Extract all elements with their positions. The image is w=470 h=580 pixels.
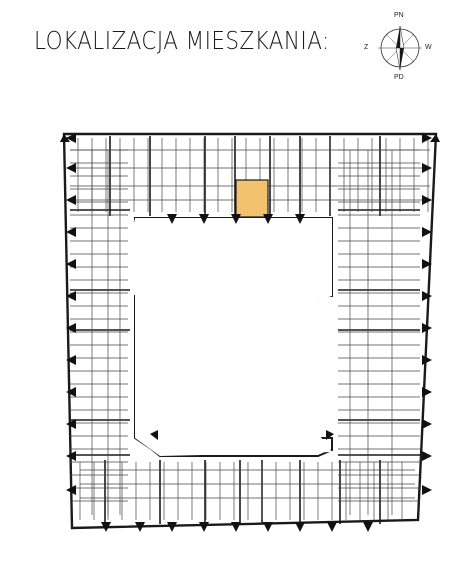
compass-north-label: PN: [394, 12, 404, 19]
entry-arrow: [66, 419, 76, 429]
entry-arrow: [422, 133, 432, 143]
entry-arrow: [327, 522, 337, 532]
entry-arrow: [422, 451, 432, 461]
entry-arrow: [66, 323, 76, 333]
entry-arrow: [422, 387, 432, 397]
entry-arrow: [66, 195, 76, 205]
entry-arrow: [326, 430, 334, 440]
entry-arrow: [66, 387, 76, 397]
entry-arrow: [199, 214, 209, 224]
entry-arrow: [422, 163, 432, 173]
compass-west-label: Z: [364, 44, 369, 51]
page-title: LOKALIZACJA MIESZKANIA:: [34, 26, 330, 55]
entry-arrow: [231, 522, 241, 532]
entry-arrow: [66, 451, 76, 461]
courtyard-fill: [135, 218, 332, 456]
compass: PN PD Z W: [362, 12, 438, 84]
corner-marker: [60, 134, 70, 142]
entry-arrow: [422, 485, 432, 495]
entry-arrow: [66, 355, 76, 365]
entry-arrow: [66, 259, 76, 269]
compass-east-label: W: [425, 44, 432, 51]
entry-arrow: [167, 522, 177, 532]
entry-arrow: [295, 522, 305, 532]
entry-arrow: [422, 291, 432, 301]
compass-south-label: PD: [394, 74, 404, 81]
entry-arrow: [422, 355, 432, 365]
entry-arrow: [295, 214, 305, 224]
entry-arrow: [263, 522, 273, 532]
entry-arrow: [66, 291, 76, 301]
building-outline: [62, 132, 438, 530]
entry-arrow: [66, 227, 76, 237]
entry-arrow: [101, 522, 111, 532]
entry-arrow: [231, 214, 241, 224]
entry-arrow: [263, 214, 273, 224]
entry-arrow: [422, 227, 432, 237]
entry-arrow: [199, 522, 209, 532]
corner-marker: [430, 134, 440, 142]
entry-arrow: [422, 419, 432, 429]
entry-arrow: [66, 133, 76, 143]
selected-apartment-highlight[interactable]: [235, 179, 269, 218]
entry-arrow: [66, 163, 76, 173]
entry-arrow: [422, 195, 432, 205]
entry-arrow: [135, 522, 145, 532]
entry-arrow: [167, 214, 177, 224]
entry-arrow: [150, 430, 158, 440]
entry-arrow: [363, 522, 373, 532]
entry-arrow: [422, 259, 432, 269]
entry-arrow: [422, 323, 432, 333]
entry-arrow: [66, 485, 76, 495]
compass-rose-icon: [378, 25, 422, 71]
